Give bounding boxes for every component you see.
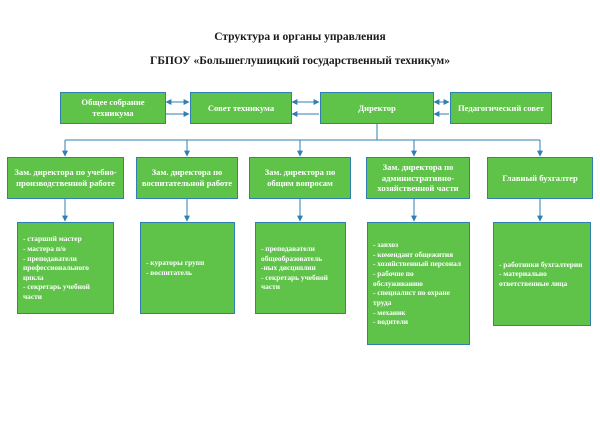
box-chief-accountant: Главный бухгалтер (487, 157, 593, 199)
box-deputy-general: Зам. директора по общим вопросам (249, 157, 351, 199)
list-item: - старший мастер (23, 234, 82, 244)
box-deputy-education-label: Зам. директора по воспитательной работе (141, 167, 233, 188)
list-item: - секретарь учебной части (23, 282, 90, 302)
box-director-label: Директор (358, 102, 396, 113)
list-item: - специалист по охране труда (373, 288, 450, 307)
list-item: - преподаватели общеобразователь -ных ди… (261, 243, 323, 273)
box-deputy-admin-label: Зам. директора по административно-хозяйс… (377, 161, 459, 194)
list-item: - материально ответственные лица (499, 269, 568, 288)
diagram-title: Структура и органы управления (214, 31, 386, 43)
box-deputy-education: Зам. директора по воспитательной работе (136, 157, 238, 199)
box-deputy-general-label: Зам. директора по общим вопросам (264, 167, 336, 188)
list-item: - кураторы групп (146, 258, 205, 268)
list-item: - преподаватели профессионального цикла (23, 253, 89, 282)
list-general-staff: - преподаватели общеобразователь -ных ди… (255, 222, 346, 314)
box-deputy-production-label: Зам. директора по учебно-производственно… (14, 167, 117, 188)
box-pedagogical-council: Педагогический совет (450, 92, 552, 124)
list-accounting-staff: - работники бухгалтерии - материально от… (493, 222, 591, 326)
list-education-staff: - кураторы групп - воспитатель (140, 222, 235, 314)
diagram-subtitle: ГБПОУ «Большеглушицкий государственный т… (150, 55, 450, 67)
box-chief-accountant-label: Главный бухгалтер (502, 172, 578, 183)
box-general-assembly-label: Общее собрание техникума (81, 97, 145, 118)
box-deputy-production: Зам. директора по учебно-производственно… (7, 157, 124, 199)
list-admin-staff: - завхоз - комендант общежития - хозяйст… (367, 222, 470, 345)
list-production-staff: - старший мастер - мастера п/о - препода… (17, 222, 114, 314)
box-council-label: Совет техникума (207, 102, 275, 113)
list-item: - механик (373, 307, 406, 317)
list-item: - секретарь учебной части (261, 272, 328, 292)
box-director: Директор (320, 92, 434, 124)
list-item: - хозяйственный персонал (373, 259, 462, 269)
list-item: - комендант общежития (373, 249, 454, 259)
box-general-assembly: Общее собрание техникума (60, 92, 166, 124)
box-deputy-admin: Зам. директора по административно-хозяйс… (366, 157, 470, 199)
list-item: - рабочие по обслуживанию (373, 269, 423, 288)
list-item: - водители (373, 317, 409, 327)
box-pedagogical-council-label: Педагогический совет (457, 102, 545, 113)
box-council: Совет техникума (190, 92, 292, 124)
list-item: - воспитатель (146, 268, 192, 277)
list-item: - работники бухгалтерии (499, 259, 583, 269)
list-item: - завхоз (373, 240, 399, 250)
list-item: - мастера п/о (23, 243, 66, 253)
